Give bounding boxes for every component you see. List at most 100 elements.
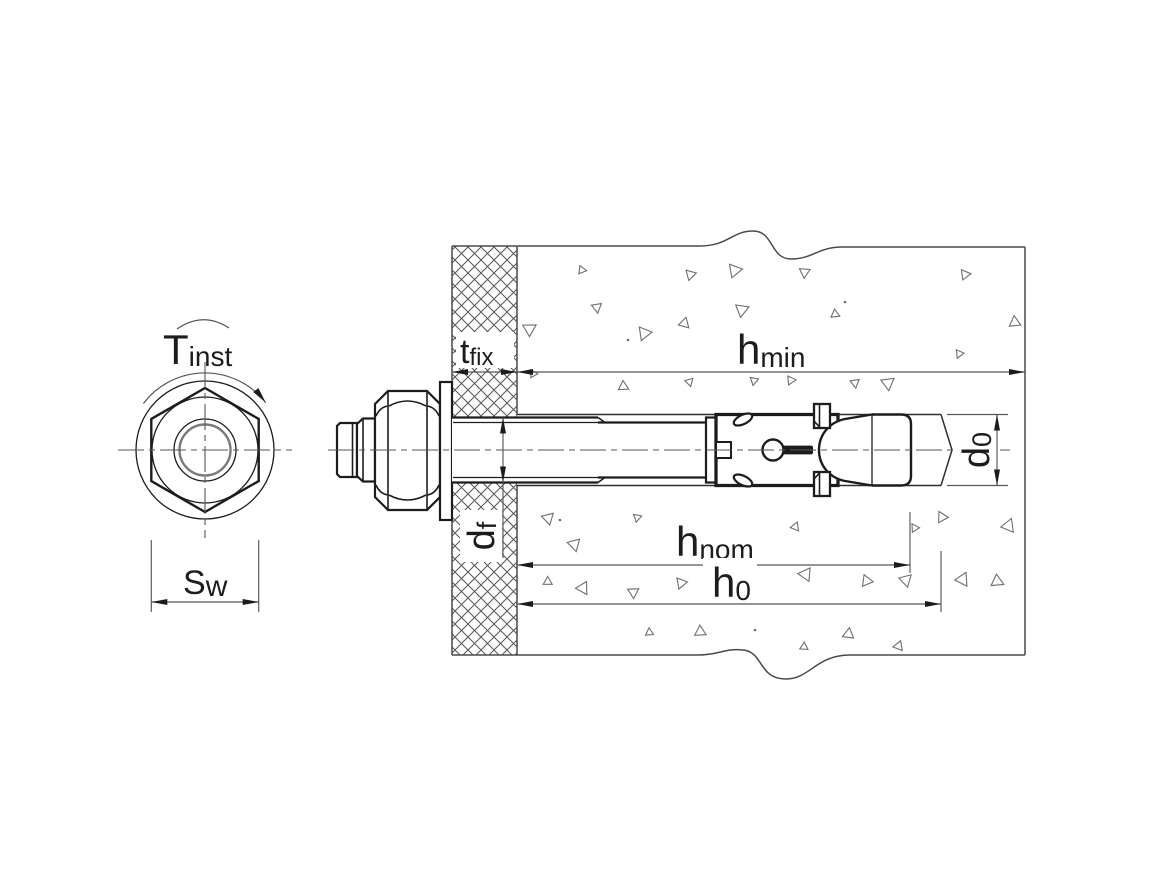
concrete-bottom-edge bbox=[452, 648, 1025, 680]
dimension-h0: h0 bbox=[517, 551, 942, 612]
concrete-aggregate bbox=[521, 263, 1022, 652]
nut-corner-arc-bl bbox=[375, 484, 389, 496]
aggregate-triangle bbox=[955, 348, 966, 360]
nut-chamfer-arc-bottom bbox=[388, 494, 427, 501]
aggregate-triangle bbox=[911, 522, 921, 534]
h0-arrow-left-icon bbox=[517, 601, 533, 607]
aggregate-triangle bbox=[796, 567, 811, 583]
aggregate-triangle bbox=[685, 269, 698, 282]
clip-tab-bottom bbox=[812, 470, 832, 498]
dimension-sw: Sw bbox=[150, 540, 260, 612]
label-df: df bbox=[461, 521, 503, 550]
aggregate-triangle bbox=[830, 308, 841, 318]
aggregate-triangle bbox=[632, 513, 643, 524]
aggregate-speck bbox=[843, 300, 847, 304]
aggregate-triangle bbox=[849, 378, 860, 390]
aggregate-triangle bbox=[590, 302, 603, 315]
aggregate-triangle bbox=[626, 588, 640, 600]
aggregate-triangle bbox=[841, 626, 855, 639]
aggregate-triangle bbox=[787, 375, 798, 386]
aggregate-triangle bbox=[879, 377, 895, 392]
hmin-label-bg bbox=[728, 324, 814, 370]
tfix-arrow-left-icon bbox=[452, 369, 468, 375]
label-sw: Sw bbox=[183, 564, 228, 603]
label-d0: d0 bbox=[956, 432, 998, 468]
aggregate-triangle bbox=[728, 263, 744, 279]
hnom-arrow-left-icon bbox=[517, 562, 533, 568]
aggregate-triangle bbox=[798, 268, 812, 280]
aggregate-triangle bbox=[521, 324, 538, 338]
df-label-bg bbox=[460, 510, 502, 562]
washer-side bbox=[438, 380, 454, 522]
thread-od-lines bbox=[452, 416, 598, 484]
aggregate-triangle bbox=[566, 538, 581, 553]
d0-label-bg bbox=[956, 423, 996, 477]
aggregate-triangle bbox=[897, 574, 912, 589]
aggregate-triangle bbox=[542, 575, 554, 585]
rotation-arrowhead-icon bbox=[253, 388, 266, 403]
dimension-df: df bbox=[460, 417, 506, 562]
drill-point-fill bbox=[941, 414, 952, 486]
anchor-bolt bbox=[335, 380, 913, 522]
nut-corner-arc-tl bbox=[375, 405, 389, 417]
clip-tab-top-detail bbox=[813, 404, 821, 428]
aggregate-speck bbox=[626, 338, 630, 342]
df-arrow-bottom-icon bbox=[500, 466, 506, 483]
aggregate-triangle bbox=[734, 304, 750, 319]
label-tfix: tfix bbox=[460, 333, 493, 371]
crimp-dimple-bottom bbox=[732, 473, 754, 488]
aggregate-triangle bbox=[861, 573, 875, 588]
tfix-arrow-right-icon bbox=[501, 369, 517, 375]
sw-arrow-left-icon bbox=[151, 599, 168, 605]
hmin-arrow-right-icon bbox=[1009, 369, 1025, 375]
h0-arrow-right-icon bbox=[925, 601, 941, 607]
label-h0: h0 bbox=[712, 559, 751, 606]
dimensions: tfix hmin df bbox=[452, 324, 1025, 612]
nut-corner-arc-tr bbox=[426, 405, 440, 417]
aggregate-speck bbox=[558, 518, 562, 522]
hmin-arrow-left-icon bbox=[517, 369, 533, 375]
aggregate-triangle bbox=[578, 264, 588, 275]
aggregate-triangle bbox=[960, 268, 972, 281]
aggregate-triangle bbox=[540, 512, 554, 527]
aggregate-triangle bbox=[683, 377, 694, 388]
d0-arrow-bottom-icon bbox=[994, 469, 1000, 486]
hnom-arrow-right-icon bbox=[894, 562, 910, 568]
aggregate-triangle bbox=[676, 577, 689, 591]
aggregate-triangle bbox=[891, 639, 904, 652]
hnom-label-bg bbox=[668, 516, 764, 562]
aggregate-triangle bbox=[644, 626, 655, 636]
aggregate-triangle bbox=[999, 517, 1015, 533]
d0-arrow-top-icon bbox=[994, 414, 1000, 431]
label-hmin: hmin bbox=[737, 326, 805, 373]
d0-extension-lines bbox=[947, 413, 1008, 487]
plain-shaft-lines bbox=[598, 421, 707, 479]
crimp-dimple-top bbox=[732, 412, 754, 427]
df-arrow-top-icon bbox=[500, 417, 506, 434]
aggregate-triangle bbox=[677, 316, 690, 329]
sleeve-tabs bbox=[812, 402, 832, 498]
dimension-hmin: hmin bbox=[517, 324, 1025, 375]
aggregate-triangle bbox=[953, 571, 968, 588]
label-tinst: Tinst bbox=[163, 326, 232, 373]
aggregate-triangle bbox=[574, 580, 588, 596]
aggregate-triangle bbox=[638, 326, 654, 342]
aggregate-triangle bbox=[749, 376, 760, 387]
aggregate-triangle bbox=[798, 640, 809, 651]
concrete-top-edge bbox=[452, 230, 1025, 260]
aggregate-speck bbox=[753, 628, 757, 632]
torque-rotation-arc bbox=[142, 372, 267, 404]
dimension-tfix: tfix bbox=[452, 332, 517, 375]
tfix-label-bg bbox=[456, 332, 514, 368]
torque-small-arc bbox=[176, 319, 230, 330]
section-view: tfix hmin df bbox=[328, 230, 1026, 680]
h0-label-bg bbox=[703, 558, 757, 602]
clip-tab-top bbox=[812, 402, 832, 430]
nut-corner-arc-br bbox=[426, 484, 440, 496]
nut-chamfer-arc-top bbox=[388, 400, 427, 407]
front-view: Tinst Sw bbox=[118, 319, 292, 612]
aggregate-triangle bbox=[693, 623, 708, 636]
aggregate-triangle bbox=[789, 520, 800, 532]
